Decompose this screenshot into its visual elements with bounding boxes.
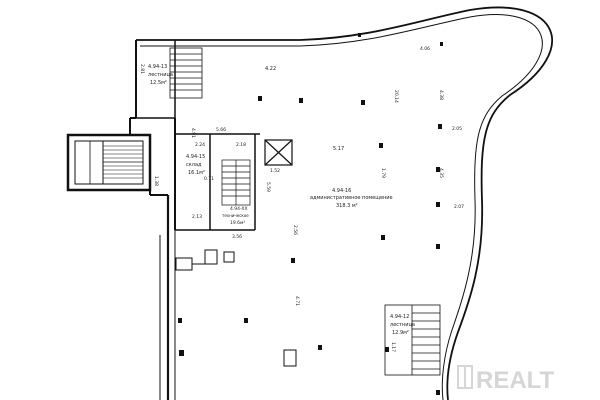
svg-text:5.59: 5.59 (265, 182, 271, 192)
svg-text:4.35: 4.35 (438, 168, 444, 178)
svg-text:4.94-13: 4.94-13 (148, 64, 167, 70)
room-label-storage: 4.94-15 склад 16.1м² (186, 154, 205, 176)
svg-text:4.06: 4.06 (420, 46, 430, 52)
dimension-labels: 4.22 4.06 20.14 4.38 2.05 4.35 2.07 5.17… (139, 46, 464, 352)
svg-text:1.17: 1.17 (390, 342, 396, 352)
svg-text:12.9м²: 12.9м² (392, 330, 409, 336)
svg-text:2.81: 2.81 (139, 64, 145, 74)
svg-text:19.6м²: 19.6м² (230, 220, 245, 226)
svg-text:4.94-12: 4.94-12 (390, 314, 409, 320)
svg-text:5.17: 5.17 (333, 146, 344, 152)
svg-text:административное помещение: административное помещение (310, 195, 393, 201)
realt-watermark: REALT (457, 365, 555, 394)
columns (178, 33, 443, 395)
svg-text:0.71: 0.71 (204, 176, 214, 182)
svg-text:5.66: 5.66 (216, 127, 226, 133)
svg-text:REALT: REALT (476, 367, 555, 394)
svg-text:2.07: 2.07 (454, 204, 464, 210)
svg-text:4.94-16: 4.94-16 (332, 188, 351, 194)
svg-text:лестница: лестница (390, 322, 415, 328)
floor-opening (283, 349, 297, 367)
svg-text:4.22: 4.22 (265, 66, 276, 72)
svg-text:3.56: 3.56 (232, 234, 242, 240)
svg-text:4.38: 4.38 (438, 90, 444, 100)
elevator-shaft (264, 139, 293, 166)
svg-text:2.13: 2.13 (192, 214, 202, 220)
svg-text:1.38: 1.38 (153, 176, 159, 186)
room-label-stair-right: 4.94-12 лестница 12.9м² (390, 314, 415, 336)
interior-walls (129, 40, 260, 400)
svg-text:16.1м²: 16.1м² (188, 170, 205, 176)
stair-top-treads (169, 47, 203, 99)
svg-text:техническое: техническое (222, 213, 249, 218)
utility-stair-treads (221, 159, 251, 206)
curved-exterior-wall (136, 6, 553, 400)
room-label-stair-top: 4.94-13 лестница 12.5м² (148, 64, 173, 86)
stair-right-treads (384, 304, 441, 376)
svg-text:2.18: 2.18 (236, 142, 246, 148)
svg-text:4.71: 4.71 (294, 296, 300, 306)
svg-text:склад: склад (186, 162, 202, 168)
svg-text:лестница: лестница (148, 72, 173, 78)
room-label-utility: 4.94-XX техническое 19.6м² (222, 206, 249, 226)
curved-exterior-wall-inner (140, 14, 543, 400)
equipment-blocks (175, 249, 235, 271)
svg-text:4.94-XX: 4.94-XX (230, 206, 248, 212)
svg-text:20.14: 20.14 (393, 90, 399, 103)
svg-text:1.79: 1.79 (380, 168, 386, 178)
svg-text:2.24: 2.24 (195, 142, 205, 148)
svg-text:1.52: 1.52 (270, 168, 280, 174)
svg-text:4.91: 4.91 (190, 128, 196, 138)
svg-text:2.05: 2.05 (452, 126, 462, 132)
left-stair-treads (103, 145, 143, 179)
svg-text:318.3 м²: 318.3 м² (336, 203, 358, 209)
svg-text:4.94-15: 4.94-15 (186, 154, 205, 160)
left-stair-block (66, 133, 152, 192)
svg-text:12.5м²: 12.5м² (150, 80, 167, 86)
svg-text:2.56: 2.56 (292, 225, 298, 235)
room-label-main-hall: 4.94-16 административное помещение 318.3… (310, 188, 393, 209)
